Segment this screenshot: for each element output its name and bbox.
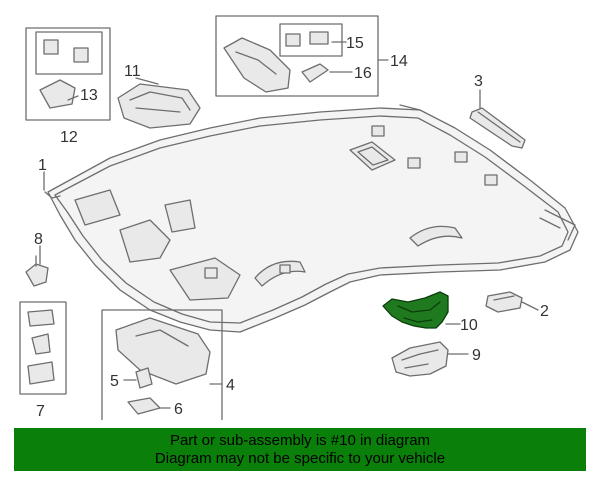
part-7-clips — [27, 309, 55, 385]
callout-7: 7 — [36, 403, 45, 420]
callout-6: 6 — [174, 401, 183, 418]
callout-13: 13 — [80, 87, 98, 104]
part-4-sun-visor — [115, 317, 211, 385]
part-15-socket — [285, 31, 329, 47]
part-2-clip — [485, 291, 523, 313]
part-5-clip — [135, 367, 153, 389]
callout-5: 5 — [110, 373, 119, 390]
callout-1: 1 — [38, 157, 47, 174]
callout-labels: 1 2 3 4 5 6 7 8 9 10 11 12 13 14 15 16 — [34, 35, 549, 420]
callout-2: 2 — [540, 303, 549, 320]
callout-10: 10 — [460, 317, 478, 334]
part-8-clip — [25, 255, 49, 287]
group-14-16-frame — [215, 15, 379, 97]
part-13-bulbs — [43, 39, 89, 63]
callout-3: 3 — [474, 73, 483, 90]
part-9-handle — [391, 341, 449, 377]
part-11-console — [117, 83, 201, 129]
group-7-frame — [19, 301, 67, 395]
part-10-bracket-highlighted — [382, 291, 449, 329]
part-3-rail — [469, 107, 526, 149]
part-12-lamp — [39, 79, 76, 109]
headliner-panel — [44, 104, 579, 333]
group-4-frame — [101, 309, 223, 420]
callout-12: 12 — [60, 129, 78, 146]
group-12-13-frame — [25, 27, 111, 121]
leader-lines — [39, 41, 539, 409]
callout-9: 9 — [472, 347, 481, 364]
callout-11: 11 — [124, 63, 141, 80]
callout-15: 15 — [346, 35, 364, 52]
part-16-bulb — [301, 63, 329, 83]
part-14-lamp — [223, 37, 291, 93]
callout-8: 8 — [34, 231, 43, 248]
part-6-holder — [127, 397, 161, 415]
callout-16: 16 — [354, 65, 372, 82]
callout-14: 14 — [390, 53, 408, 70]
callout-4: 4 — [226, 377, 235, 394]
info-banner: Part or sub-assembly is #10 in diagram D… — [14, 428, 586, 471]
parts-diagram: 1 2 3 4 5 6 7 8 9 10 11 12 13 14 15 16 — [19, 15, 579, 420]
banner-line-2: Diagram may not be specific to your vehi… — [154, 450, 446, 467]
banner-line-1: Part or sub-assembly is #10 in diagram — [169, 432, 431, 449]
